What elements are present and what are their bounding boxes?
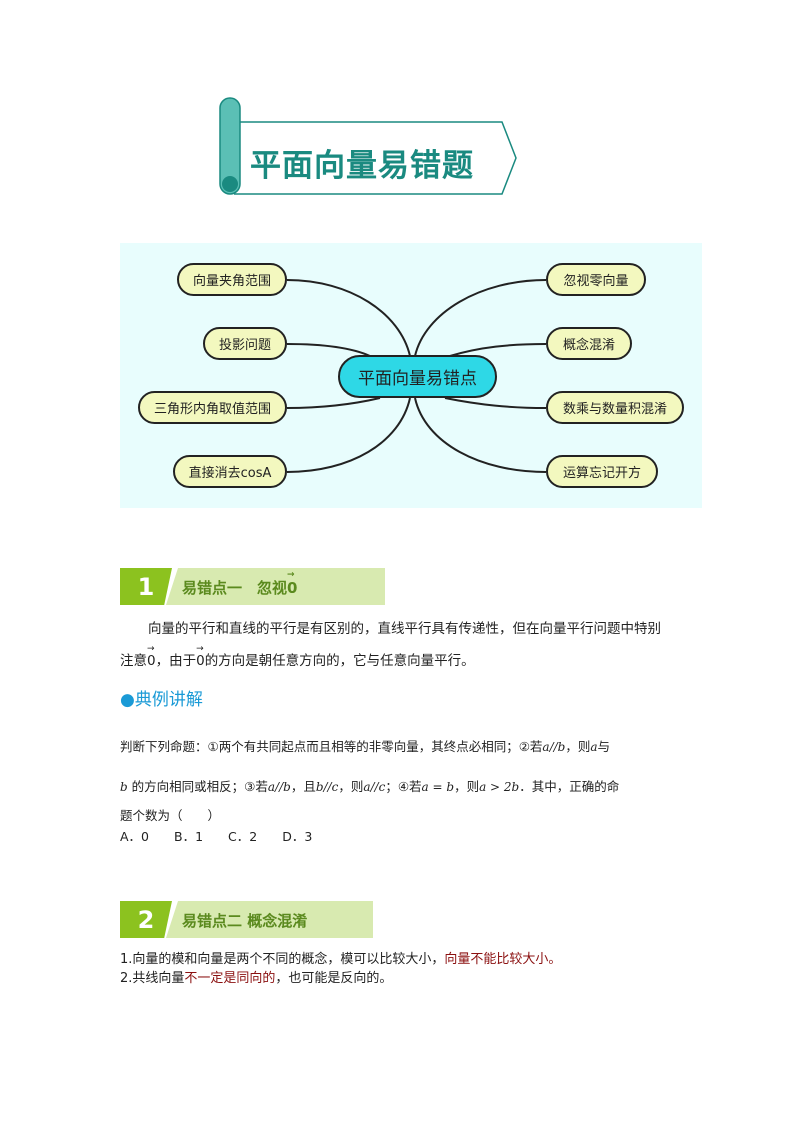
text: ．其中，正确的命 (519, 779, 620, 794)
scroll-banner (219, 97, 517, 195)
section-2-line2: 2.共线向量不一定是同向的，也可能是反向的。 (120, 967, 392, 986)
mindmap-node: 三角形内角取值范围 (138, 391, 287, 424)
question-line3: 题个数为（ ） (120, 808, 221, 823)
text: ，则 (565, 739, 591, 754)
mindmap-node: 运算忘记开方 (546, 455, 658, 488)
mindmap-center-node: 平面向量易错点 (338, 355, 497, 398)
section-2-header: 2 易错点二 概念混淆 (120, 901, 373, 938)
mindmap-node: 直接消去cosA (173, 455, 287, 488)
text: ，则 (338, 779, 364, 794)
text: 1.向量的模和向量是两个不同的概念，模可以比较大小， (120, 952, 445, 967)
text: 的方向是朝任意方向的，它与任意向量平行。 (204, 653, 475, 669)
highlight-text: 不一定是同向的 (184, 971, 276, 986)
mindmap-node: 向量夹角范围 (177, 263, 287, 296)
math: b (120, 780, 128, 794)
text: ，且 (290, 779, 316, 794)
math: a//b (542, 740, 566, 754)
math: a//b (267, 780, 291, 794)
text: 2.共线向量 (120, 971, 185, 986)
section-number: 1 (120, 568, 172, 605)
zero-vector-symbol: 0 (287, 570, 297, 597)
math: b//c (315, 780, 339, 794)
section-number: 2 (120, 901, 172, 938)
zero-vector: 0 (196, 644, 205, 669)
section-bar (166, 901, 373, 938)
mindmap-node: 忽视零向量 (546, 263, 646, 296)
text: ；④若 (385, 779, 422, 794)
example-heading: ●典例讲解 (120, 690, 203, 710)
math: a = b (421, 780, 455, 794)
highlight-text: 向量不能比较大小。 (444, 952, 562, 967)
section-1-header: 1 易错点一 忽视0 (120, 568, 385, 605)
text: ，则 (454, 779, 480, 794)
section-1-paragraph-line1: 向量的平行和直线的平行是有区别的，直线平行具有传递性，但在向量平行问题中特别 (148, 621, 661, 637)
text: ，也可能是反向的。 (275, 971, 393, 986)
section-title: 易错点一 忽视0 (182, 570, 297, 598)
section-bar (166, 568, 385, 605)
text: 判断下列命题：①两个有共同起点而且相等的非零向量，其终点必相同；②若 (120, 739, 543, 754)
section-title-text: 易错点一 忽视 (182, 579, 288, 597)
question-line2: b 的方向相同或相反；③若a//b，且b//c，则a//c；④若a = b，则a… (120, 776, 619, 795)
mindmap-connectors (286, 279, 547, 473)
section-1-paragraph-line2: 注意0，由于0的方向是朝任意方向的，它与任意向量平行。 (120, 644, 475, 669)
mindmap-node: 概念混淆 (546, 327, 632, 360)
zero-vector: 0 (147, 644, 156, 669)
text: 的方向相同或相反；③若 (131, 779, 268, 794)
mindmap-node: 投影问题 (203, 327, 287, 360)
question-line1: 判断下列命题：①两个有共同起点而且相等的非零向量，其终点必相同；②若a//b，则… (120, 736, 610, 755)
text: 注意 (120, 653, 147, 669)
mindmap: 平面向量易错点 向量夹角范围 投影问题 三角形内角取值范围 直接消去cosA 忽… (120, 243, 702, 508)
section-title: 易错点二 概念混淆 (182, 912, 308, 930)
page-title: 平面向量易错题 (250, 148, 474, 184)
text: 与 (597, 739, 611, 754)
math: a//c (363, 780, 386, 794)
section-2-line1: 1.向量的模和向量是两个不同的概念，模可以比较大小，向量不能比较大小。 (120, 948, 561, 967)
answer-options: A．0 B．1 C．2 D．3 (120, 829, 313, 844)
text: ，由于 (155, 653, 197, 669)
math: a (590, 740, 598, 754)
math: a > 2b (479, 780, 520, 794)
mindmap-node: 数乘与数量积混淆 (546, 391, 684, 424)
